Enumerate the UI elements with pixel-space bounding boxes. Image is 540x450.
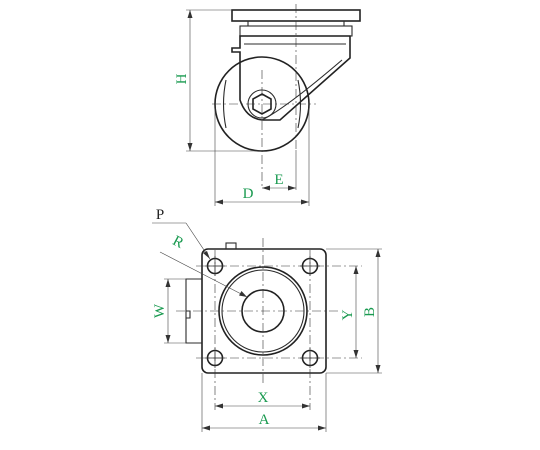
label-p: P bbox=[156, 207, 164, 223]
x-arrow-left bbox=[215, 403, 223, 409]
wheel-tread-left bbox=[222, 79, 227, 129]
w-arrow-top bbox=[165, 279, 171, 287]
label-h: H bbox=[174, 73, 190, 84]
h-arrow-bottom bbox=[187, 143, 193, 151]
top-view: P R W Y B X A bbox=[152, 207, 382, 432]
fork-body bbox=[231, 35, 351, 121]
label-a: A bbox=[259, 412, 270, 428]
r-leader-arrow bbox=[239, 291, 247, 297]
b-arrow-bottom bbox=[375, 365, 381, 373]
label-b: B bbox=[362, 307, 378, 317]
w-arrow-bottom bbox=[165, 335, 171, 343]
e-arrow-left bbox=[262, 185, 270, 191]
top-boss bbox=[225, 242, 237, 250]
y-arrow-bottom bbox=[353, 350, 359, 358]
e-arrow-right bbox=[288, 185, 296, 191]
d-arrow-right bbox=[301, 199, 309, 205]
d-arrow-left bbox=[215, 199, 223, 205]
h-arrow-top bbox=[187, 10, 193, 18]
y-arrow-top bbox=[353, 266, 359, 274]
label-r: R bbox=[170, 233, 186, 252]
side-view: H E D bbox=[174, 4, 361, 206]
x-arrow-right bbox=[302, 403, 310, 409]
side-tab-notch bbox=[186, 310, 191, 319]
a-arrow-right bbox=[318, 425, 326, 431]
p-leader-arrow bbox=[203, 251, 210, 259]
axle-nut bbox=[252, 93, 272, 115]
r-leader bbox=[159, 251, 248, 298]
a-arrow-left bbox=[202, 425, 210, 431]
label-x: X bbox=[258, 390, 269, 406]
label-w: W bbox=[152, 303, 168, 318]
label-e: E bbox=[274, 172, 283, 188]
b-arrow-top bbox=[375, 249, 381, 257]
label-d: D bbox=[243, 186, 254, 202]
label-y: Y bbox=[340, 309, 356, 320]
